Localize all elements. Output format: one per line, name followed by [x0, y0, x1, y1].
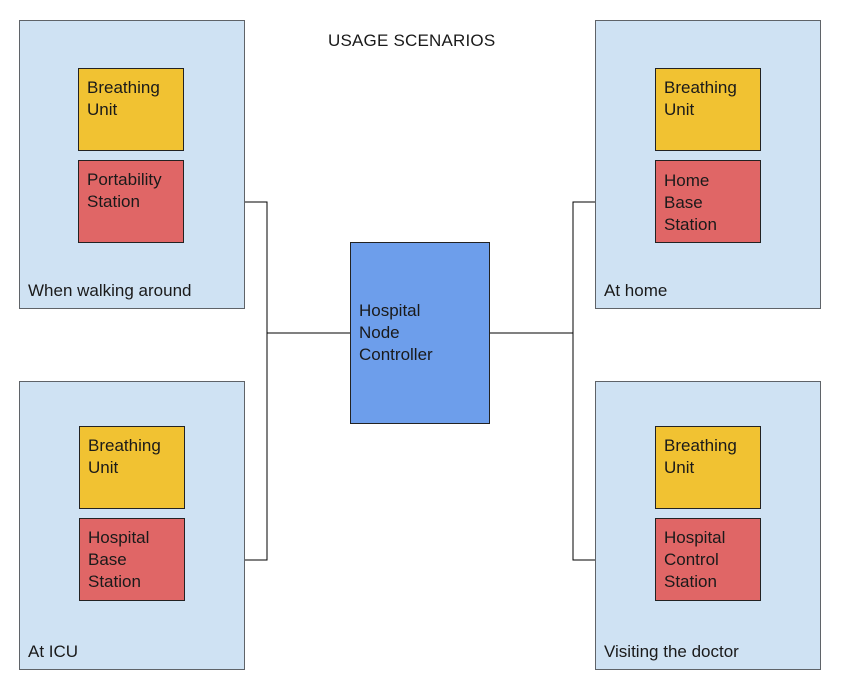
breathing-unit-label: Breathing Unit: [88, 436, 161, 477]
home-base-station: Home Base Station: [655, 160, 761, 243]
breathing-unit-walking: Breathing Unit: [78, 68, 184, 151]
breathing-unit-doctor: Breathing Unit: [655, 426, 761, 509]
scenario-label-home: At home: [604, 281, 668, 300]
breathing-unit-label: Breathing Unit: [87, 78, 160, 119]
hospital-base-station: Hospital Base Station: [79, 518, 185, 601]
station-label: Home Base Station: [664, 171, 717, 234]
diagram-title: USAGE SCENARIOS: [328, 31, 496, 50]
breathing-unit-home: Breathing Unit: [655, 68, 761, 151]
station-label: Hospital Control Station: [664, 528, 726, 591]
station-label: Portability Station: [87, 170, 162, 211]
scenario-label-walking: When walking around: [28, 281, 192, 300]
scenario-label-doctor: Visiting the doctor: [604, 642, 739, 661]
scenario-label-icu: At ICU: [28, 642, 79, 661]
hospital-node-controller: Hospital Node Controller: [350, 242, 490, 424]
breathing-unit-icu: Breathing Unit: [79, 426, 185, 509]
breathing-unit-label: Breathing Unit: [664, 436, 737, 477]
controller-label: Hospital Node Controller: [359, 301, 433, 364]
breathing-unit-label: Breathing Unit: [664, 78, 737, 119]
hospital-control-station: Hospital Control Station: [655, 518, 761, 601]
portability-station: Portability Station: [78, 160, 184, 243]
station-label: Hospital Base Station: [88, 528, 150, 591]
